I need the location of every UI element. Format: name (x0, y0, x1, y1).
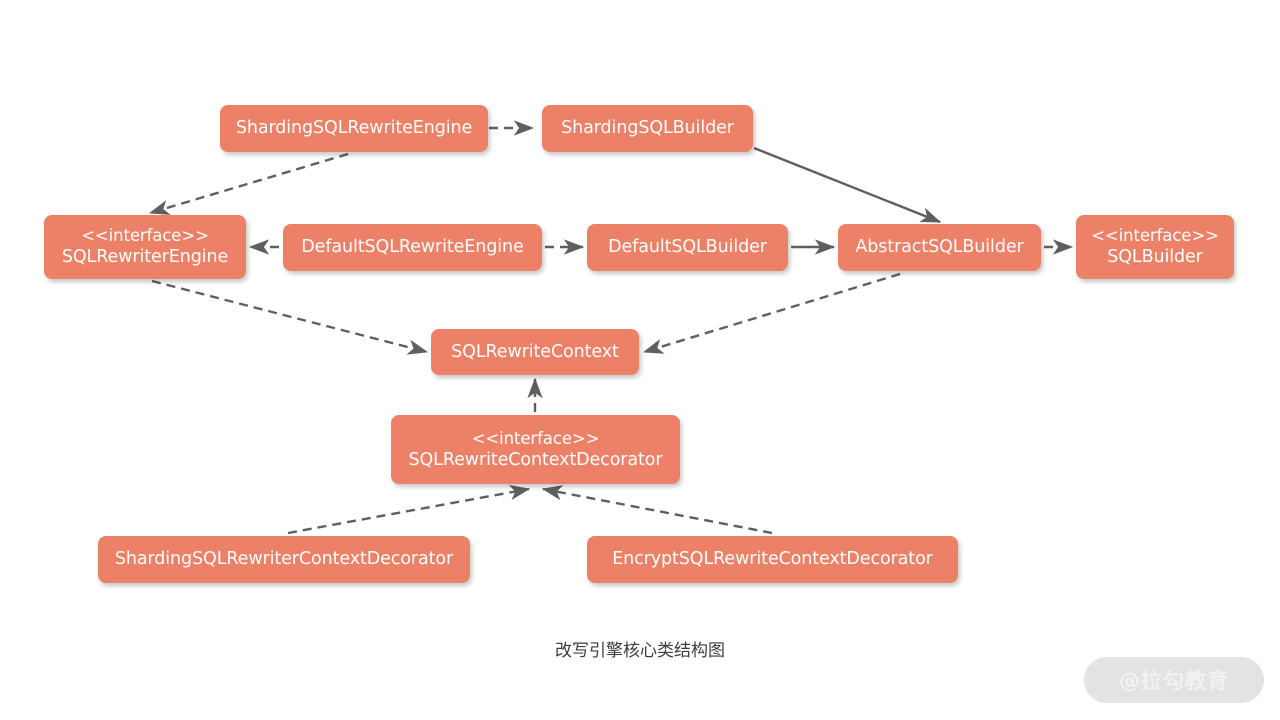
node-label: ShardingSQLRewriteEngine (235, 118, 473, 139)
class-node-sql-rewrite-context[interactable]: SQLRewriteContext (431, 329, 639, 375)
class-node-default-sql-rewrite-engine[interactable]: DefaultSQLRewriteEngine (283, 224, 542, 271)
class-node-sql-builder[interactable]: <<interface>>SQLBuilder (1076, 215, 1234, 279)
node-stereotype: <<interface>> (471, 428, 600, 448)
node-label: DefaultSQLRewriteEngine (301, 237, 524, 258)
diagram-caption: 改写引擎核心类结构图 (555, 641, 725, 661)
node-label: ShardingSQLRewriterContextDecorator (114, 549, 454, 570)
edge-sharding-builder-to-abstract-builder (753, 146, 942, 224)
watermark-badge: @拉勾教育 (1084, 657, 1264, 703)
edge-sharding-decorator-to-decorator (287, 484, 531, 535)
node-stereotype: <<interface>> (81, 226, 209, 246)
node-label: SQLRewriterEngine (61, 247, 229, 268)
edge-rewriter-engine-to-rewrite-context (151, 279, 429, 355)
class-node-sharding-sql-rewrite-engine[interactable]: ShardingSQLRewriteEngine (220, 105, 488, 152)
class-node-default-sql-builder[interactable]: DefaultSQLBuilder (587, 224, 788, 271)
class-node-sql-rewrite-context-decorator[interactable]: <<interface>>SQLRewriteContextDecorator (391, 415, 680, 484)
watermark-text: @拉勾教育 (1119, 669, 1229, 693)
class-node-sharding-sql-rewriter-context-decorator[interactable]: ShardingSQLRewriterContextDecorator (98, 536, 470, 583)
node-label: EncryptSQLRewriteContextDecorator (612, 549, 933, 570)
edge-abstract-builder-to-rewrite-context (642, 272, 901, 354)
class-node-sql-rewriter-engine[interactable]: <<interface>>SQLRewriterEngine (44, 215, 246, 279)
node-label: SQLRewriteContext (451, 341, 619, 362)
node-label: ShardingSQLBuilder (561, 118, 734, 139)
class-node-encrypt-sql-rewrite-context-decorator[interactable]: EncryptSQLRewriteContextDecorator (587, 536, 958, 583)
edge-group (148, 120, 1074, 535)
node-label: AbstractSQLBuilder (855, 237, 1024, 258)
node-label: SQLBuilder (1107, 247, 1203, 268)
node-label: DefaultSQLBuilder (608, 237, 767, 258)
edge-sharding-engine-to-rewriter-engine (148, 152, 349, 215)
class-node-sharding-sql-builder[interactable]: ShardingSQLBuilder (542, 105, 753, 152)
node-label: SQLRewriteContextDecorator (408, 449, 663, 470)
class-node-abstract-sql-builder[interactable]: AbstractSQLBuilder (838, 224, 1041, 271)
node-stereotype: <<interface>> (1091, 226, 1219, 246)
edge-encrypt-decorator-to-decorator (541, 485, 773, 535)
